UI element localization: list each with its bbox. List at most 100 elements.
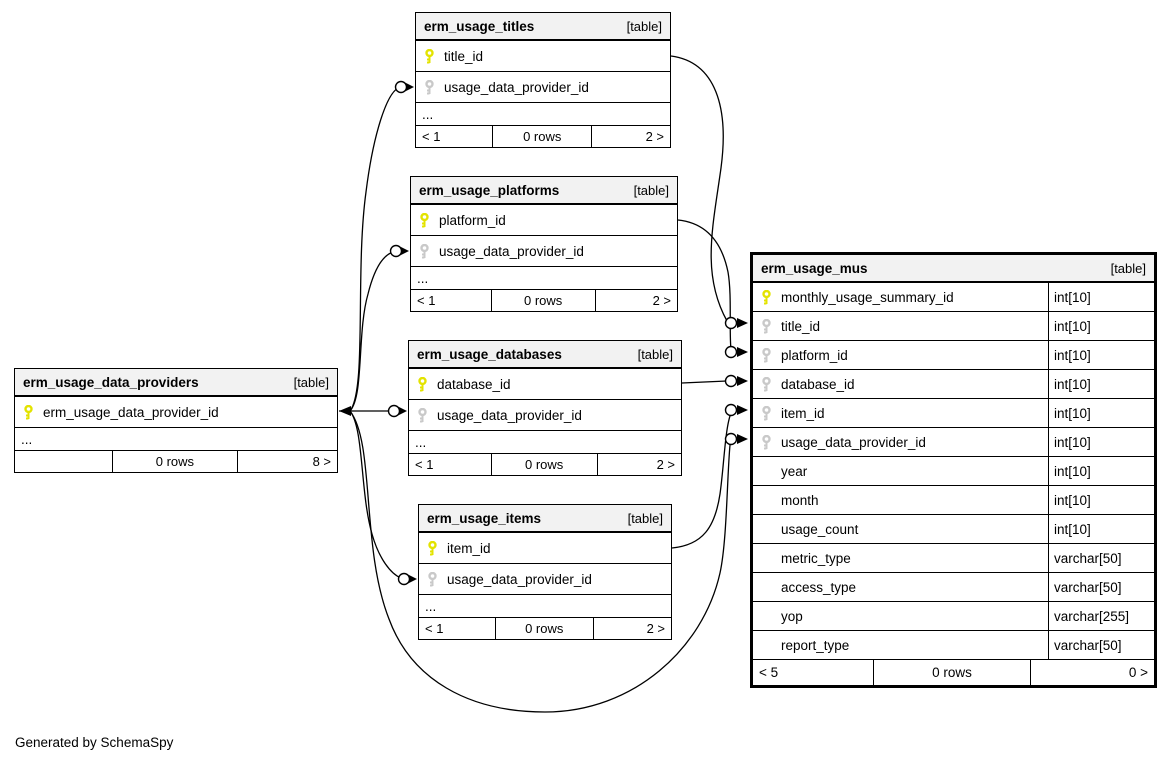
- table-footer: < 1 0 rows 2 >: [416, 126, 670, 147]
- cardinality-circle-icon: [724, 432, 738, 446]
- column-row[interactable]: usage_data_provider_id: [411, 236, 677, 267]
- cardinality-circle-icon: [724, 345, 738, 359]
- table-badge: [table]: [637, 346, 673, 362]
- arrowhead-icon: [737, 434, 748, 444]
- table-title: erm_usage_data_providers: [23, 374, 199, 390]
- column-row[interactable]: metric_type varchar[50]: [753, 544, 1154, 573]
- column-row[interactable]: yop varchar[255]: [753, 602, 1154, 631]
- table-erm-usage-databases[interactable]: erm_usage_databases [table] database_id …: [408, 340, 682, 476]
- column-row[interactable]: year int[10]: [753, 457, 1154, 486]
- column-row[interactable]: usage_data_provider_id: [419, 564, 671, 595]
- table-header[interactable]: erm_usage_data_providers [table]: [15, 369, 337, 397]
- column-type: varchar[50]: [1048, 631, 1154, 659]
- footer-rows: 0 rows: [490, 454, 597, 475]
- footer-parents: < 1: [425, 621, 444, 636]
- table-erm-usage-data-providers[interactable]: erm_usage_data_providers [table] erm_usa…: [14, 368, 338, 473]
- table-title: erm_usage_platforms: [419, 182, 560, 198]
- relationship-connector: [671, 412, 732, 549]
- column-row[interactable]: item_id int[10]: [753, 399, 1154, 428]
- table-erm-usage-mus[interactable]: erm_usage_mus [table] monthly_usage_summ…: [750, 252, 1157, 688]
- generated-by-note: Generated by SchemaSpy: [15, 735, 174, 750]
- column-name: database_id: [437, 376, 511, 392]
- footer-parents: < 1: [422, 129, 441, 144]
- column-name: erm_usage_data_provider_id: [43, 404, 219, 420]
- column-row[interactable]: usage_data_provider_id int[10]: [753, 428, 1154, 457]
- footer-rows: 0 rows: [494, 618, 593, 639]
- column-type: varchar[255]: [1048, 602, 1154, 630]
- arrowhead-icon: [737, 318, 748, 328]
- column-type: int[10]: [1048, 486, 1154, 514]
- column-row[interactable]: title_id int[10]: [753, 312, 1154, 341]
- column-name: item_id: [447, 540, 491, 556]
- column-name: title_id: [444, 48, 484, 64]
- column-name: yop: [781, 608, 803, 624]
- column-row[interactable]: usage_count int[10]: [753, 515, 1154, 544]
- column-row[interactable]: platform_id: [411, 205, 677, 236]
- column-row[interactable]: monthly_usage_summary_id int[10]: [753, 283, 1154, 312]
- column-type: varchar[50]: [1048, 573, 1154, 601]
- table-erm-usage-platforms[interactable]: erm_usage_platforms [table] platform_id …: [410, 176, 678, 312]
- column-name: usage_data_provider_id: [437, 407, 582, 423]
- column-row[interactable]: erm_usage_data_provider_id: [15, 397, 337, 428]
- table-header[interactable]: erm_usage_mus [table]: [753, 255, 1154, 283]
- column-name: metric_type: [781, 550, 851, 566]
- footer-rows: 0 rows: [111, 451, 238, 472]
- ellipsis-text: ...: [422, 106, 434, 122]
- relationship-connector: [670, 55, 728, 322]
- primary-key-icon: [424, 48, 435, 64]
- table-header[interactable]: erm_usage_databases [table]: [409, 341, 681, 369]
- footer-children: 0 >: [1029, 660, 1154, 685]
- table-header[interactable]: erm_usage_titles [table]: [416, 13, 670, 41]
- foreign-key-icon: [424, 79, 435, 95]
- column-row[interactable]: database_id int[10]: [753, 370, 1154, 399]
- column-name: platform_id: [781, 347, 848, 363]
- table-erm-usage-items[interactable]: erm_usage_items [table] item_id usage_da…: [418, 504, 672, 640]
- arrowhead-icon: [737, 405, 748, 415]
- column-name: platform_id: [439, 212, 506, 228]
- column-name: title_id: [781, 318, 821, 334]
- column-name: year: [781, 463, 808, 479]
- column-row[interactable]: title_id: [416, 41, 670, 72]
- cardinality-circle-icon: [387, 404, 401, 418]
- column-row[interactable]: platform_id int[10]: [753, 341, 1154, 370]
- column-row[interactable]: database_id: [409, 369, 681, 400]
- column-row[interactable]: usage_data_provider_id: [409, 400, 681, 431]
- foreign-key-icon: [427, 571, 438, 587]
- arrowhead-icon: [737, 376, 748, 386]
- column-name: database_id: [781, 376, 855, 392]
- column-name: usage_data_provider_id: [439, 243, 584, 259]
- column-row[interactable]: report_type varchar[50]: [753, 631, 1154, 660]
- column-type: int[10]: [1048, 370, 1154, 398]
- ellipsis-row: ...: [15, 428, 337, 451]
- column-name: month: [781, 492, 819, 508]
- column-row[interactable]: access_type varchar[50]: [753, 573, 1154, 602]
- table-badge: [table]: [1110, 260, 1146, 276]
- column-type: int[10]: [1048, 283, 1154, 311]
- foreign-key-icon: [761, 405, 772, 421]
- column-name: usage_count: [781, 521, 859, 537]
- relationship-connector: [349, 410, 402, 579]
- table-header[interactable]: erm_usage_platforms [table]: [411, 177, 677, 205]
- footer-children: 2 >: [594, 290, 677, 311]
- primary-key-icon: [23, 404, 34, 420]
- table-footer: 0 rows 8 >: [15, 451, 337, 472]
- cardinality-circle-icon: [724, 316, 738, 330]
- table-footer: < 1 0 rows 2 >: [411, 290, 677, 311]
- footer-children: 2 >: [591, 126, 670, 147]
- footer-parents: [15, 451, 112, 472]
- table-erm-usage-titles[interactable]: erm_usage_titles [table] title_id usage_…: [415, 12, 671, 148]
- column-type: int[10]: [1048, 312, 1154, 340]
- column-row[interactable]: usage_data_provider_id: [416, 72, 670, 103]
- footer-rows: 0 rows: [492, 126, 591, 147]
- column-row[interactable]: item_id: [419, 533, 671, 564]
- footer-parents: < 1: [415, 457, 434, 472]
- column-row[interactable]: month int[10]: [753, 486, 1154, 515]
- arrowhead-icon: [339, 406, 351, 416]
- footer-parents: < 5: [759, 665, 779, 680]
- foreign-key-icon: [419, 243, 430, 259]
- table-badge: [table]: [627, 510, 663, 526]
- table-title: erm_usage_titles: [424, 18, 535, 34]
- table-header[interactable]: erm_usage_items [table]: [419, 505, 671, 533]
